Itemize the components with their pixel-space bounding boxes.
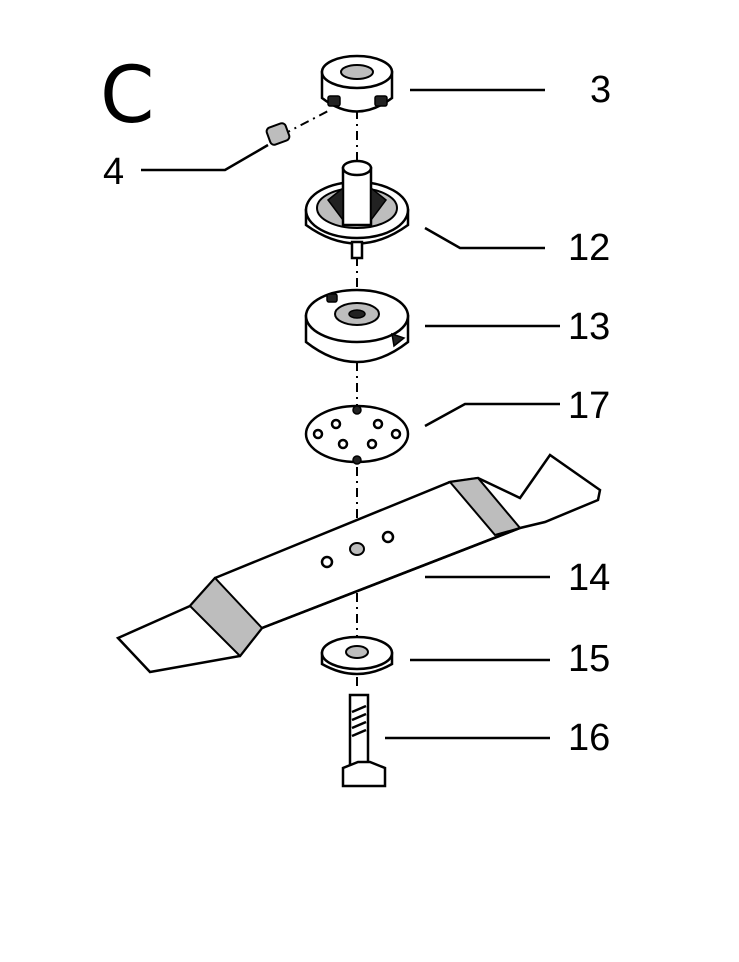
callout-16: 16 xyxy=(568,717,610,759)
part-17-plate xyxy=(304,404,410,465)
part-3-collar xyxy=(320,54,394,113)
part-15-washer xyxy=(320,635,394,676)
callout-12: 12 xyxy=(568,227,610,269)
part-13-boss xyxy=(304,288,410,364)
part-4-setscrew xyxy=(265,122,291,146)
callout-17: 17 xyxy=(568,385,610,427)
callout-14: 14 xyxy=(568,557,610,599)
part-16-bolt xyxy=(341,693,387,788)
callout-15: 15 xyxy=(568,638,610,680)
section-letter: C xyxy=(100,51,154,141)
leader-lines xyxy=(141,88,560,740)
callout-3: 3 xyxy=(590,69,611,111)
callout-13: 13 xyxy=(568,306,610,348)
setscrew-axis xyxy=(281,109,331,136)
callout-4: 4 xyxy=(103,151,124,193)
part-12-hub xyxy=(304,159,410,260)
part-14-blade xyxy=(115,453,602,674)
